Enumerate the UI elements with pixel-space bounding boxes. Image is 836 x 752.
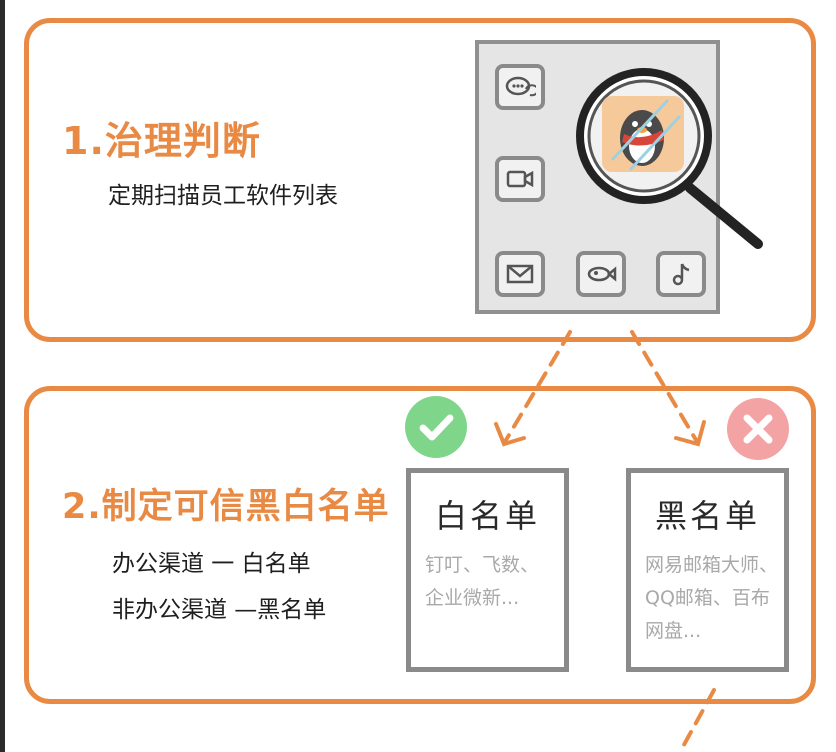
step2-panel [24, 386, 816, 704]
step1-panel [24, 18, 816, 342]
step2-title: 2.制定可信黑白名单 [62, 487, 390, 527]
step1-subtitle: 定期扫描员工软件列表 [108, 183, 338, 209]
whitelist-title: 白名单 [434, 497, 540, 535]
music-note-icon [656, 251, 706, 297]
blacklist-items: 网易邮箱大师、 QQ邮箱、百布 网盘... [645, 554, 779, 642]
mail-icon [495, 251, 545, 297]
step1-title: 1.治理判断 [62, 119, 261, 163]
chat-icon [495, 64, 545, 110]
step2-office-channel-text: 办公渠道 一 白名单 [112, 551, 311, 577]
step2-non-office-channel-text: 非办公渠道 —黑名单 [112, 597, 327, 623]
check-icon [405, 396, 467, 458]
cross-icon [727, 398, 789, 460]
app-grid-screen [475, 40, 720, 314]
blacklist-card: 黑名单 网易邮箱大师、 QQ邮箱、百布 网盘... [626, 468, 789, 672]
whitelist-items: 钉叮、飞数、 企业微新... [425, 554, 540, 609]
whitelist-card: 白名单 钉叮、飞数、 企业微新... [406, 468, 569, 672]
fish-icon [576, 251, 626, 297]
video-icon [495, 156, 545, 202]
left-edge-bar [0, 0, 5, 752]
blacklist-title: 黑名单 [654, 497, 760, 535]
